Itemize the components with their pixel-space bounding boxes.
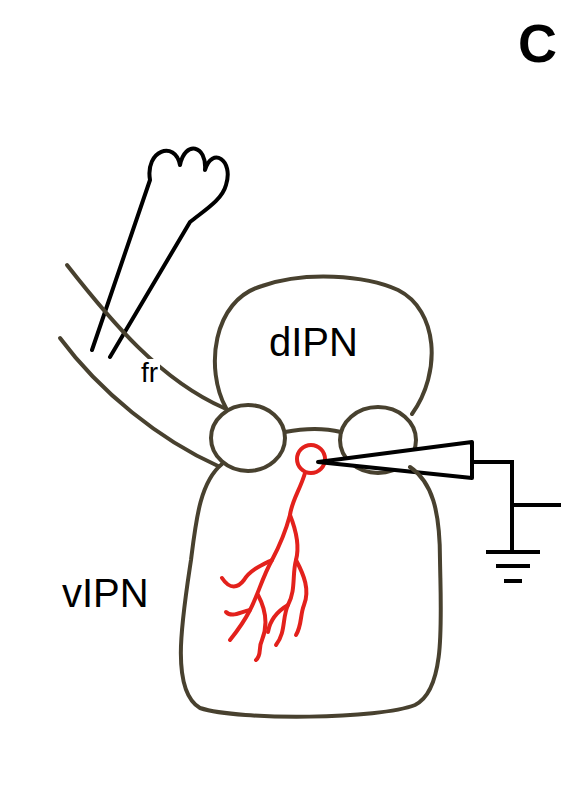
- region-outline-path: [60, 265, 224, 466]
- nucleus-region: fr: [55, 255, 230, 475]
- nucleus-region: dIPN: [205, 270, 445, 440]
- lateral-subnucleus: [211, 405, 285, 471]
- nucleus-region: vIPN: [50, 455, 450, 725]
- ground-symbol: [486, 552, 540, 581]
- region-label: fr: [139, 359, 160, 387]
- recorded-neuron: [222, 445, 325, 660]
- stimulating-electrode: [92, 149, 228, 357]
- panel-letter: C: [518, 16, 557, 70]
- region-outline-path: [215, 277, 432, 432]
- recording-pipette: [318, 442, 472, 478]
- region-label: vIPN: [60, 573, 151, 613]
- wire: [472, 462, 561, 552]
- region-label: dIPN: [267, 322, 360, 362]
- region-outline-path: [181, 464, 441, 717]
